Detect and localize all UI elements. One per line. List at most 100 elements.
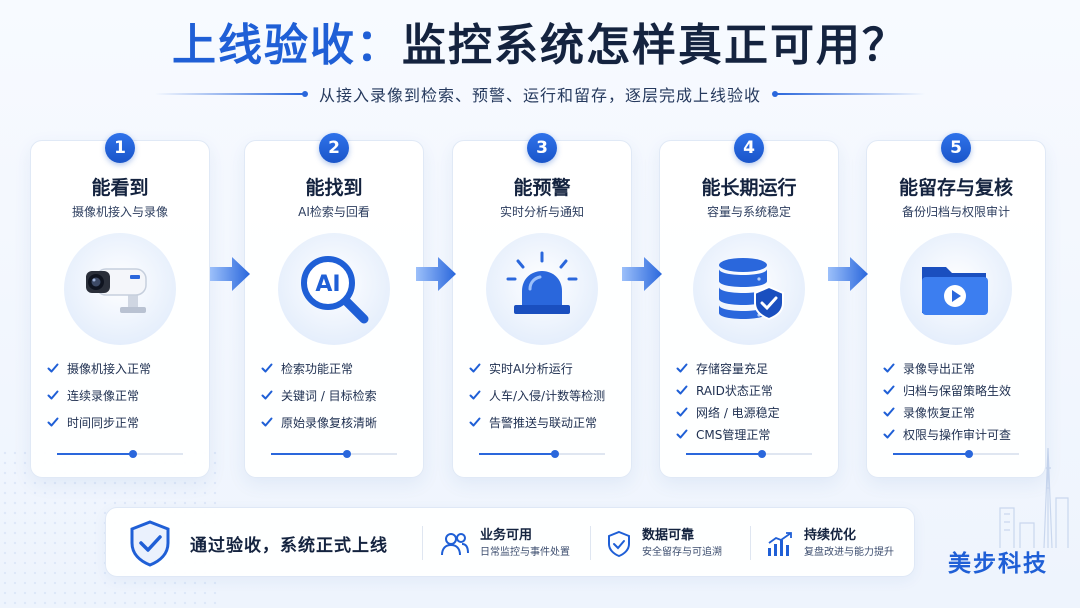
step-progress-track xyxy=(686,450,812,458)
checklist-item: 权限与操作审计可查 xyxy=(883,423,1037,445)
subtitle-line-right xyxy=(772,91,925,97)
step-progress-track xyxy=(271,450,397,458)
checklist-item: 归档与保留策略生效 xyxy=(883,379,1037,401)
subtitle-line-left xyxy=(154,91,308,97)
summary-item-subtitle: 安全留存与可追溯 xyxy=(642,547,722,558)
summary-item-title: 持续优化 xyxy=(804,528,857,543)
shield-check-icon xyxy=(130,520,170,567)
step-progress-dot xyxy=(964,450,973,458)
step-title: 能看到 xyxy=(91,177,149,199)
ai-search-icon: AI xyxy=(278,233,390,345)
checklist-item: 时间同步正常 xyxy=(47,411,201,433)
summary-item-title: 数据可靠 xyxy=(642,528,695,543)
step-number-badge: 1 xyxy=(105,133,135,163)
checklist-item: 存储容量充足 xyxy=(676,357,830,379)
arrow-icon xyxy=(416,257,456,291)
summary-item-title: 业务可用 xyxy=(480,528,533,543)
checklist-item-label: 时间同步正常 xyxy=(67,415,140,430)
subtitle-row: 从接入录像到检索、预警、运行和留存，逐层完成上线验收 xyxy=(0,82,1080,106)
summary-main: 通过验收，系统正式上线 xyxy=(128,518,388,568)
checklist-item: 摄像机接入正常 xyxy=(47,357,201,379)
summary-bar: 通过验收，系统正式上线 业务可用日常监控与事件处置 数据可靠安全留存与可追溯 持… xyxy=(105,507,915,577)
step-progress-dot xyxy=(550,450,559,458)
check-icon xyxy=(676,429,688,439)
step-subtitle: AI检索与回看 xyxy=(298,205,370,219)
checklist-item-label: 存储容量充足 xyxy=(696,361,769,376)
check-icon xyxy=(469,363,481,373)
checklist-item-label: 检索功能正常 xyxy=(281,361,354,376)
checklist-item: 人车/入侵/计数等检测 xyxy=(469,384,623,406)
checklist-item: RAID状态正常 xyxy=(676,379,830,401)
checklist-item: 网络 / 电源稳定 xyxy=(676,401,830,423)
checklist-item-label: 原始录像复核清晰 xyxy=(281,415,378,430)
step-subtitle: 实时分析与通知 xyxy=(499,205,584,219)
check-icon xyxy=(883,407,895,417)
checklist-item-label: RAID状态正常 xyxy=(696,383,773,398)
check-icon xyxy=(676,363,688,373)
checklist-item-label: 实时AI分析运行 xyxy=(489,361,573,376)
page-title: 上线验收：监控系统怎样真正可用？ xyxy=(0,18,1080,74)
checklist-item-label: 连续录像正常 xyxy=(67,388,140,403)
check-icon xyxy=(47,390,59,400)
checklist-item-label: 人车/入侵/计数等检测 xyxy=(489,388,606,403)
alarm-light-icon xyxy=(486,233,598,345)
arrow-icon xyxy=(622,257,662,291)
step-number-badge: 3 xyxy=(527,133,557,163)
check-icon xyxy=(47,363,59,373)
summary-divider xyxy=(750,526,751,560)
checklist-item: 连续录像正常 xyxy=(47,384,201,406)
checklist-item: 告警推送与联动正常 xyxy=(469,411,623,433)
step-title: 能找到 xyxy=(305,177,363,199)
checklist-item: 关键词 / 目标检索 xyxy=(261,384,415,406)
step-title: 能长期运行 xyxy=(701,177,797,199)
step-progress-track xyxy=(893,450,1019,458)
svg-text:AI: AI xyxy=(315,272,340,297)
step-progress-track xyxy=(479,450,605,458)
checklist-item-label: 权限与操作审计可查 xyxy=(903,427,1012,442)
step-progress-fill xyxy=(686,453,762,455)
checklist-item: 原始录像复核清晰 xyxy=(261,411,415,433)
checklist-item-label: 告警推送与联动正常 xyxy=(489,415,598,430)
check-icon xyxy=(261,417,273,427)
check-icon xyxy=(883,363,895,373)
step-subtitle: 摄像机接入与录像 xyxy=(71,205,168,219)
step-subtitle: 备份归档与权限审计 xyxy=(901,205,1010,219)
users-icon xyxy=(441,533,469,556)
title-highlight: 上线验收： xyxy=(172,20,402,71)
step-title: 能预警 xyxy=(513,177,571,199)
database-shield-icon xyxy=(693,233,805,345)
step-progress-fill xyxy=(893,453,969,455)
step-card-5: 5 能留存与复核 备份归档与权限审计 录像导出正常归档与保留策略生效录像恢复正常… xyxy=(866,133,1046,478)
summary-main-label: 通过验收，系统正式上线 xyxy=(190,535,388,556)
arrow-icon xyxy=(210,257,250,291)
checklist-item-label: 网络 / 电源稳定 xyxy=(696,405,780,420)
step-progress-dot xyxy=(128,450,137,458)
checklist-item-label: 录像恢复正常 xyxy=(903,405,976,420)
checklist-item: 实时AI分析运行 xyxy=(469,357,623,379)
check-icon xyxy=(883,385,895,395)
step-number-badge: 5 xyxy=(941,133,971,163)
step-progress-track xyxy=(57,450,183,458)
checklist-item-label: 录像导出正常 xyxy=(903,361,976,376)
step-progress-fill xyxy=(57,453,133,455)
step-checklist: 检索功能正常关键词 / 目标检索原始录像复核清晰 xyxy=(261,357,415,438)
step-progress-dot xyxy=(342,450,351,458)
brand-logo: 美步科技 xyxy=(948,551,1048,577)
shield-check-icon xyxy=(608,530,630,558)
step-card-2: 2 能找到 AI检索与回看 AI 检索功能正常关键词 / 目标检索原始录像复核清… xyxy=(244,133,424,478)
city-skyline-decoration xyxy=(999,447,1069,548)
step-number-badge: 2 xyxy=(319,133,349,163)
step-checklist: 摄像机接入正常连续录像正常时间同步正常 xyxy=(47,357,201,438)
step-card-3: 3 能预警 实时分析与通知 实时AI分析运行人车/入侵/计数等检测告警推送与联动… xyxy=(452,133,632,478)
check-icon xyxy=(469,417,481,427)
step-card-1: 1 能看到 摄像机接入与录像 摄像机接入正常连续录像正常时间同步正常 xyxy=(30,133,210,478)
summary-item-subtitle: 复盘改进与能力提升 xyxy=(804,547,894,558)
step-progress-fill xyxy=(271,453,347,455)
summary-item-subtitle: 日常监控与事件处置 xyxy=(480,547,570,558)
check-icon xyxy=(676,407,688,417)
summary-item-business: 业务可用日常监控与事件处置 xyxy=(440,524,570,564)
check-icon xyxy=(883,429,895,439)
camera-icon xyxy=(64,233,176,345)
